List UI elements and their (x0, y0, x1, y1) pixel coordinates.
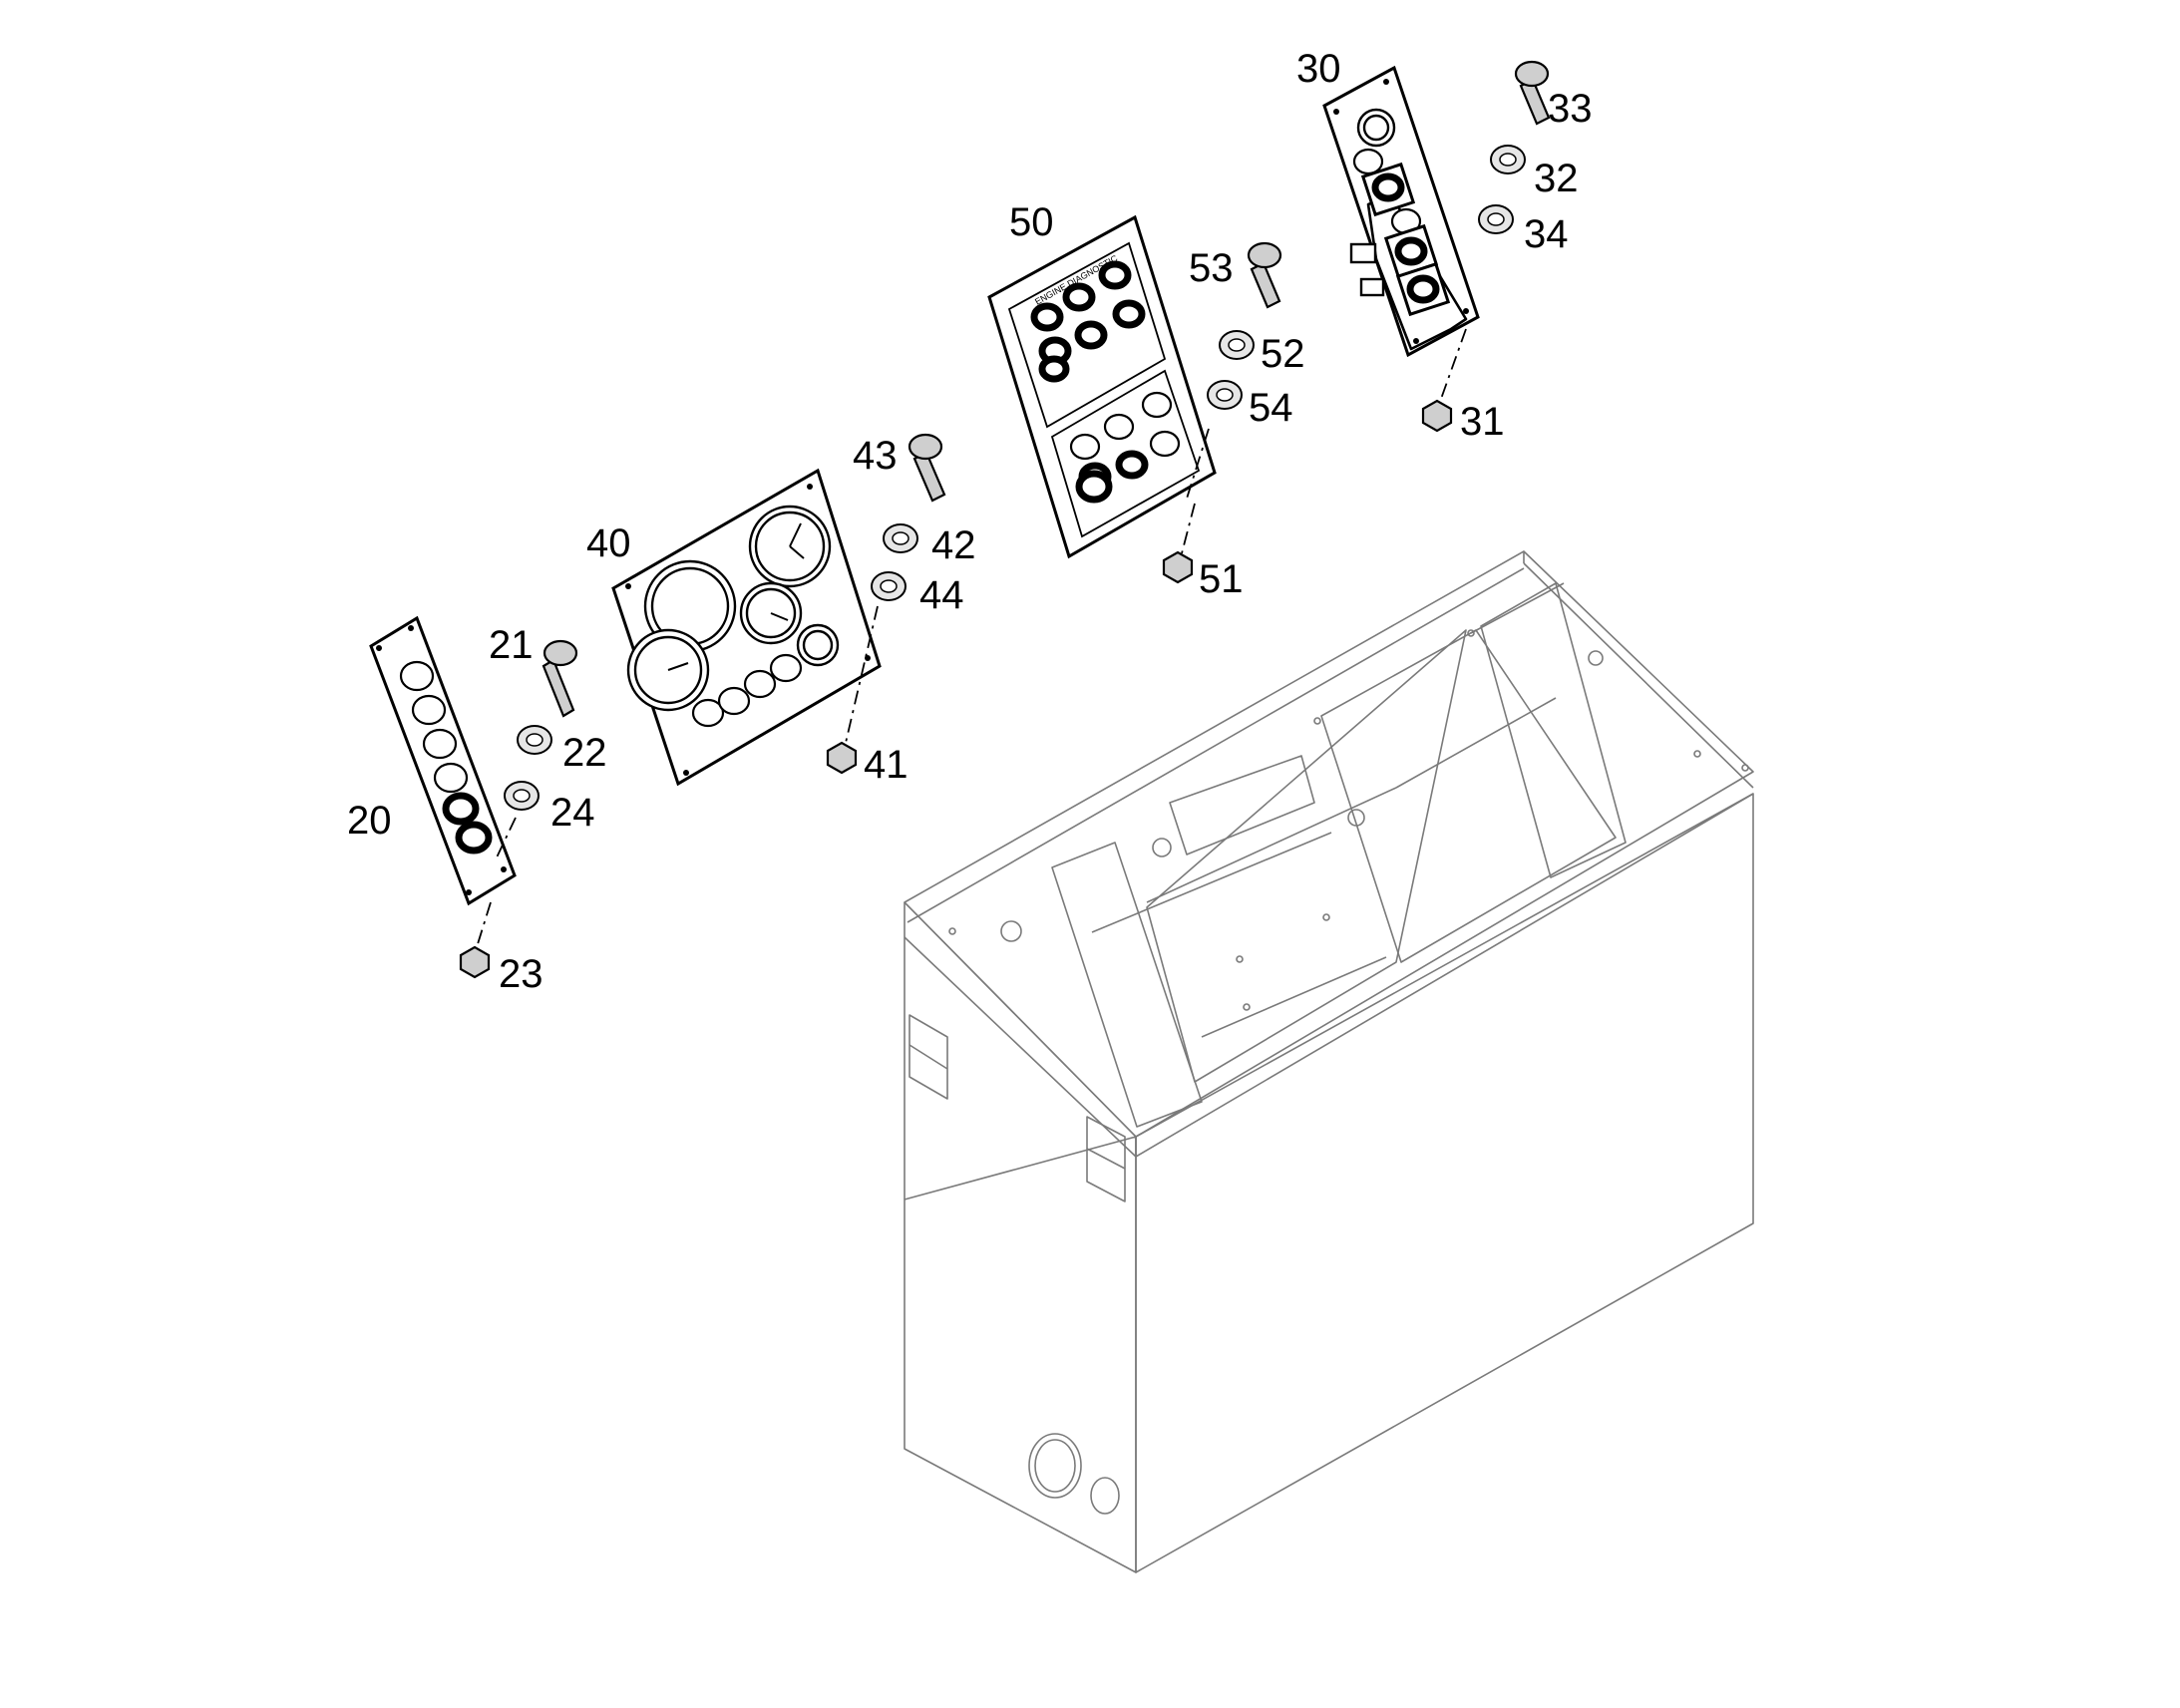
housing-left-front-face (904, 1136, 1137, 1573)
console-housing (904, 550, 1754, 1573)
callout-33: 33 (1548, 87, 1593, 131)
screw-head-53 (1247, 241, 1282, 269)
screw-head-43 (908, 433, 943, 461)
panel-20 (369, 615, 517, 906)
housing-opening-5 (1169, 755, 1315, 855)
callout-22: 22 (562, 731, 607, 775)
screw-head-33 (1514, 60, 1550, 88)
hardware-set-20 (459, 639, 578, 979)
callout-53: 53 (1189, 246, 1234, 290)
callout-50: 50 (1009, 200, 1054, 244)
callout-54: 54 (1249, 386, 1293, 430)
housing-top-slope (904, 550, 1754, 1138)
callout-30: 30 (1296, 47, 1341, 91)
callout-31: 31 (1460, 400, 1505, 444)
screw-53 (1250, 261, 1281, 309)
hinge-left (908, 1014, 948, 1100)
housing-opening-3 (1320, 629, 1617, 963)
callout-20: 20 (347, 799, 392, 843)
callout-40: 40 (586, 521, 631, 565)
nut-41 (826, 741, 858, 775)
callout-51: 51 (1199, 557, 1244, 601)
housing-right-face (1135, 793, 1754, 1573)
panel-40 (611, 468, 882, 787)
nut-51 (1162, 550, 1194, 584)
callout-52: 52 (1261, 332, 1305, 376)
screw-21 (542, 658, 575, 718)
callout-23: 23 (499, 952, 544, 996)
hinge-right (1086, 1116, 1126, 1202)
housing-opening-2 (1146, 629, 1467, 1083)
housing-opening-4 (1480, 582, 1627, 878)
hardware-set-30 (1421, 60, 1551, 433)
callout-labels: 20 21 22 23 24 30 31 32 33 34 40 41 42 4… (347, 47, 1593, 996)
callout-44: 44 (919, 573, 964, 617)
hardware-set-40 (826, 433, 946, 775)
nut-31 (1421, 399, 1453, 433)
screw-43 (912, 451, 946, 503)
panel-50: ENGINE DIAGNOSTIC (987, 214, 1217, 559)
callout-43: 43 (853, 434, 898, 478)
callout-21: 21 (489, 623, 534, 667)
callout-41: 41 (864, 743, 908, 787)
panel-30 (1322, 65, 1480, 358)
nut-23 (459, 945, 491, 979)
callout-34: 34 (1524, 212, 1569, 256)
housing-opening-1 (1051, 842, 1203, 1128)
cable-hole-large (1028, 1433, 1082, 1499)
callout-24: 24 (550, 791, 595, 835)
cable-hole-small (1090, 1477, 1120, 1515)
callout-32: 32 (1534, 157, 1579, 200)
callout-42: 42 (931, 523, 976, 567)
screw-head-21 (543, 639, 578, 667)
hardware-set-50 (1162, 241, 1282, 584)
